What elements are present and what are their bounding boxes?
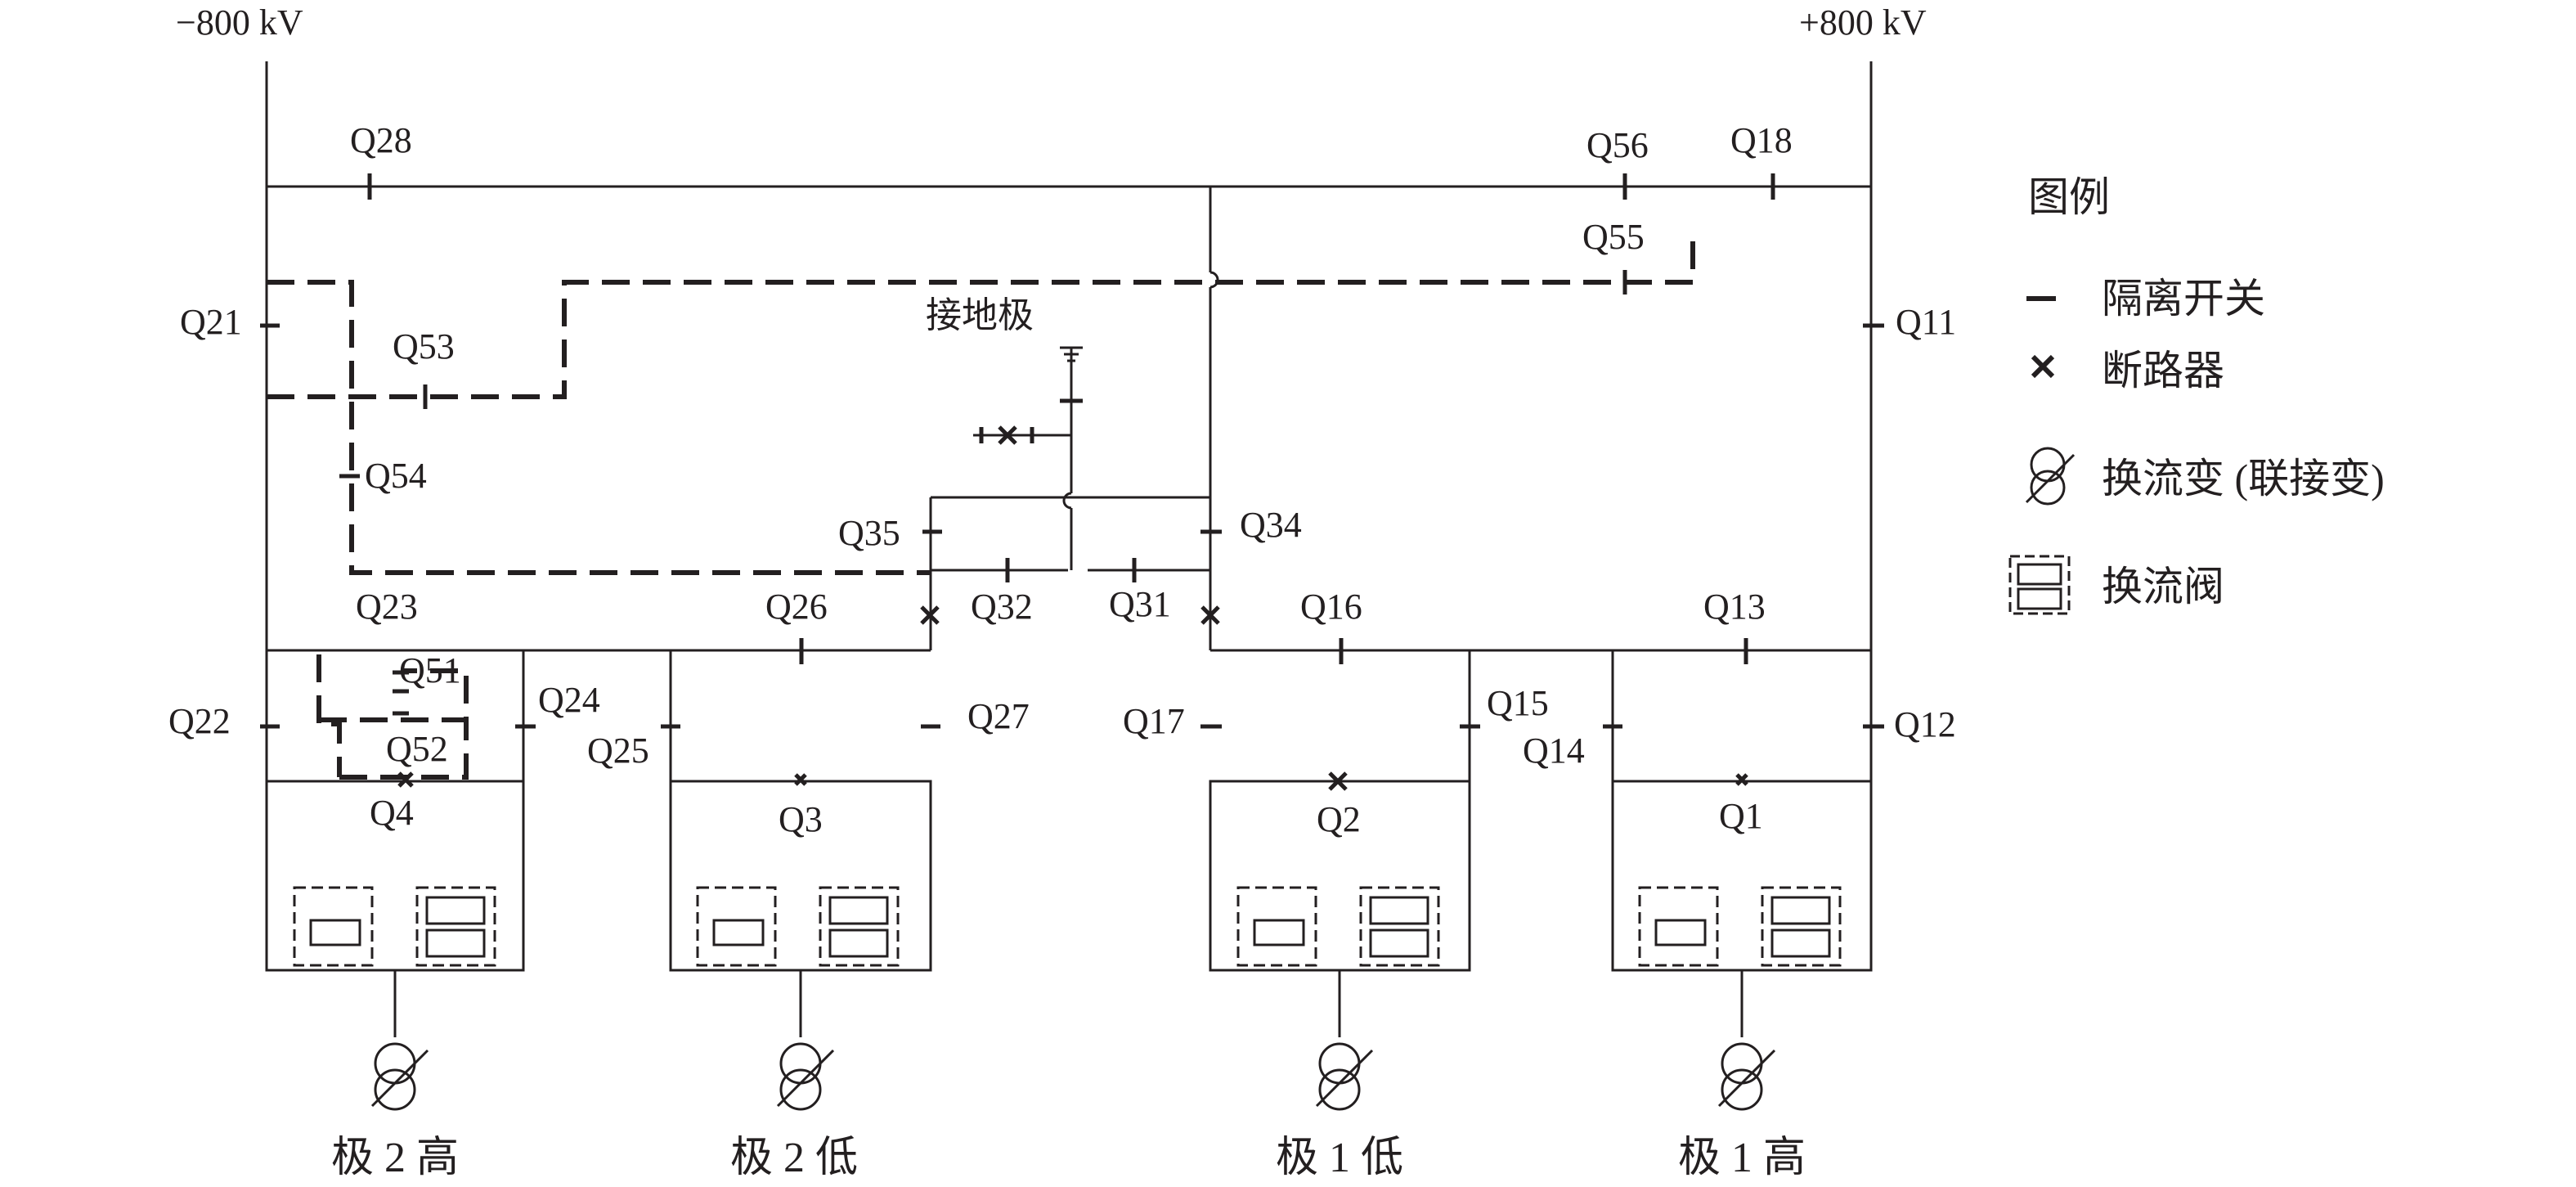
label-q18: Q18 [1730, 120, 1793, 160]
switch-labels: Q28 Q56 Q18 Q55 Q21 Q11 Q53 接地极 Q54 Q35 … [168, 120, 1956, 839]
positive-bus-label: +800 kV [1799, 2, 1927, 43]
label-q3: Q3 [779, 799, 823, 839]
negative-bus-label: −800 kV [176, 2, 303, 43]
label-q53: Q53 [393, 326, 455, 366]
converter-transformers [370, 1042, 1776, 1111]
pole-labels: 极 2 高 极 2 低 极 1 低 极 1 高 [331, 1135, 1806, 1181]
label-q28: Q28 [350, 120, 412, 160]
label-q32: Q32 [971, 587, 1033, 627]
label-q56: Q56 [1586, 125, 1649, 165]
label-q11: Q11 [1896, 302, 1956, 342]
label-q25: Q25 [587, 731, 649, 771]
legend-title: 图例 [2028, 174, 2110, 220]
label-q4: Q4 [370, 793, 414, 833]
label-q35: Q35 [838, 513, 900, 553]
label-q17: Q17 [1123, 701, 1185, 741]
label-q1: Q1 [1719, 796, 1763, 836]
label-q34: Q34 [1240, 505, 1302, 545]
label-q52: Q52 [386, 729, 448, 769]
legend-label-disconnector: 隔离开关 [2102, 276, 2265, 321]
circuit-breakers [397, 425, 1748, 791]
legend-label-transformer: 换流变 (联接变) [2102, 456, 2385, 501]
converter-valve-icon [2008, 555, 2071, 615]
label-q16: Q16 [1300, 587, 1362, 627]
converter-valves [293, 886, 1842, 967]
label-q22: Q22 [168, 701, 231, 741]
converter-transformer-icon [2025, 447, 2076, 506]
circuit-breaker-icon [2031, 354, 2055, 379]
label-q15: Q15 [1487, 683, 1549, 723]
label-q23: Q23 [356, 587, 418, 627]
label-q13: Q13 [1703, 587, 1766, 627]
label-q26: Q26 [765, 587, 828, 627]
legend-label-valve: 换流阀 [2102, 564, 2224, 609]
label-q51: Q51 [399, 650, 461, 690]
label-q31: Q31 [1109, 584, 1171, 624]
solid-wiring [265, 61, 1873, 1037]
label-q55: Q55 [1582, 217, 1645, 257]
label-q24: Q24 [538, 680, 600, 720]
pole-2-high-label: 极 2 高 [331, 1135, 459, 1181]
legend-label-breaker: 断路器 [2102, 348, 2224, 393]
pole-1-high-label: 极 1 高 [1678, 1135, 1806, 1181]
label-q54: Q54 [365, 456, 427, 496]
label-q2: Q2 [1317, 799, 1361, 839]
dashed-bypass-paths [267, 229, 1695, 780]
label-q21: Q21 [180, 302, 242, 342]
pole-2-low-label: 极 2 低 [730, 1135, 858, 1181]
label-q27: Q27 [967, 696, 1030, 736]
ground-electrode-label: 接地极 [926, 295, 1034, 335]
legend: 图例 隔离开关 断路器 换流变 (联接变) 换流阀 [2008, 174, 2385, 615]
label-q14: Q14 [1523, 731, 1585, 771]
pole-1-low-label: 极 1 低 [1276, 1135, 1403, 1181]
disconnector-ticks [260, 173, 1884, 729]
label-q12: Q12 [1894, 704, 1956, 744]
